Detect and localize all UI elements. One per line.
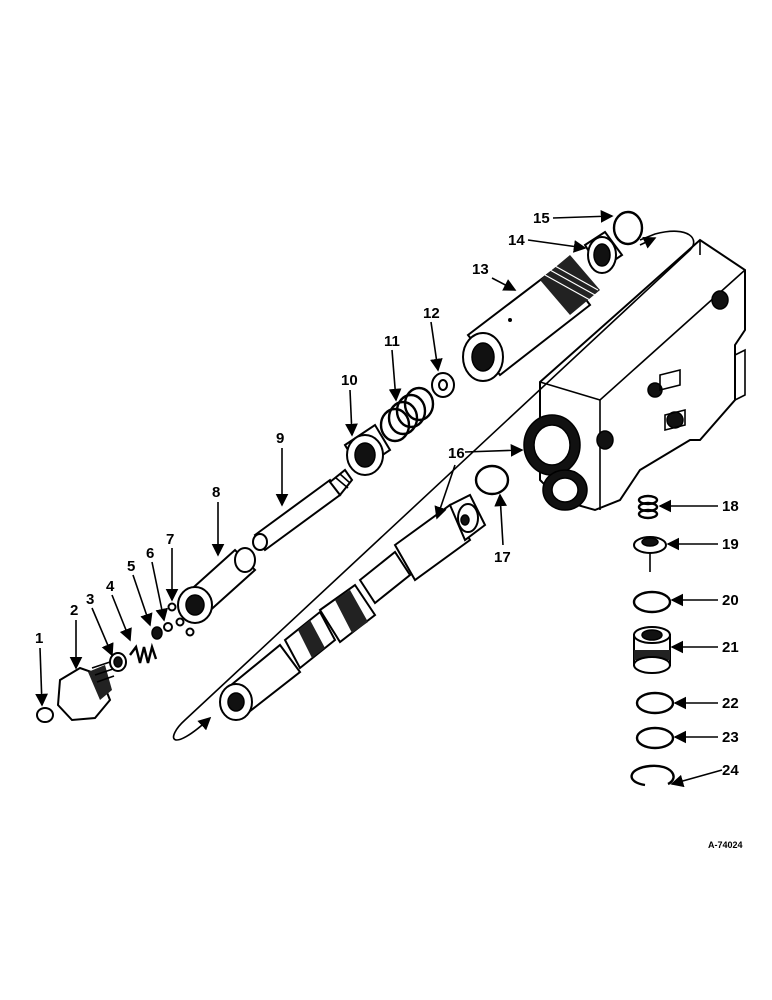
part-12-washer: [431, 372, 455, 398]
callout-6: 6: [146, 545, 154, 562]
leader-lines: [35, 209, 723, 788]
part-20-o-ring: [632, 590, 672, 614]
callout-1: 1: [35, 630, 43, 647]
callout-5: 5: [127, 558, 135, 575]
callout-16: 16: [448, 445, 465, 462]
callout-13: 13: [472, 261, 489, 278]
part-6-ball: [163, 622, 173, 632]
part-3-seat: [109, 652, 127, 672]
part-9-shaft: [252, 468, 354, 552]
part-10-bushing: [343, 423, 392, 476]
part-8-sleeve: [177, 547, 257, 624]
callout-14: 14: [508, 232, 525, 249]
drawing-reference-number: A-74024: [708, 840, 743, 850]
callout-17: 17: [494, 549, 511, 566]
part-1-plug: [36, 707, 54, 723]
callout-8: 8: [212, 484, 220, 501]
part-4-spring: [129, 642, 158, 664]
part-18-spring: [637, 494, 659, 520]
part-16-spool: [219, 493, 487, 721]
part-5-washer: [151, 626, 163, 640]
callout-18: 18: [722, 498, 739, 515]
callout-10: 10: [341, 372, 358, 389]
valve-body: [523, 238, 746, 512]
part-17-o-ring: [474, 464, 510, 496]
callout-22: 22: [722, 695, 739, 712]
part-23-back-up-ring: [635, 726, 675, 750]
part-19-poppet: [633, 536, 667, 572]
callout-11: 11: [384, 333, 400, 350]
part-11-spring: [379, 386, 435, 443]
part-13-threaded-sleeve: [462, 255, 600, 382]
callout-15: 15: [533, 210, 550, 227]
assembly-guide-line: [172, 230, 695, 741]
callout-2: 2: [70, 602, 78, 619]
callout-3: 3: [86, 591, 94, 608]
callout-23: 23: [722, 729, 739, 746]
callout-7: 7: [166, 531, 174, 548]
part-2-hex-plug: [56, 661, 115, 722]
callout-21: 21: [722, 639, 739, 656]
part-21-seat: [633, 626, 671, 674]
callout-19: 19: [722, 536, 739, 553]
callout-labels: 1 2 3 4 5 6 7 8 9 10 11 12 13 14 15 16 1…: [35, 210, 743, 850]
part-15-o-ring: [612, 210, 644, 246]
part-14-bushing: [583, 230, 624, 274]
callout-20: 20: [722, 592, 739, 609]
callout-4: 4: [106, 578, 115, 595]
part-24-snap-ring: [630, 764, 675, 787]
part-22-o-ring: [635, 691, 675, 715]
callout-9: 9: [276, 430, 284, 447]
callout-12: 12: [423, 305, 440, 322]
callout-24: 24: [722, 762, 739, 779]
